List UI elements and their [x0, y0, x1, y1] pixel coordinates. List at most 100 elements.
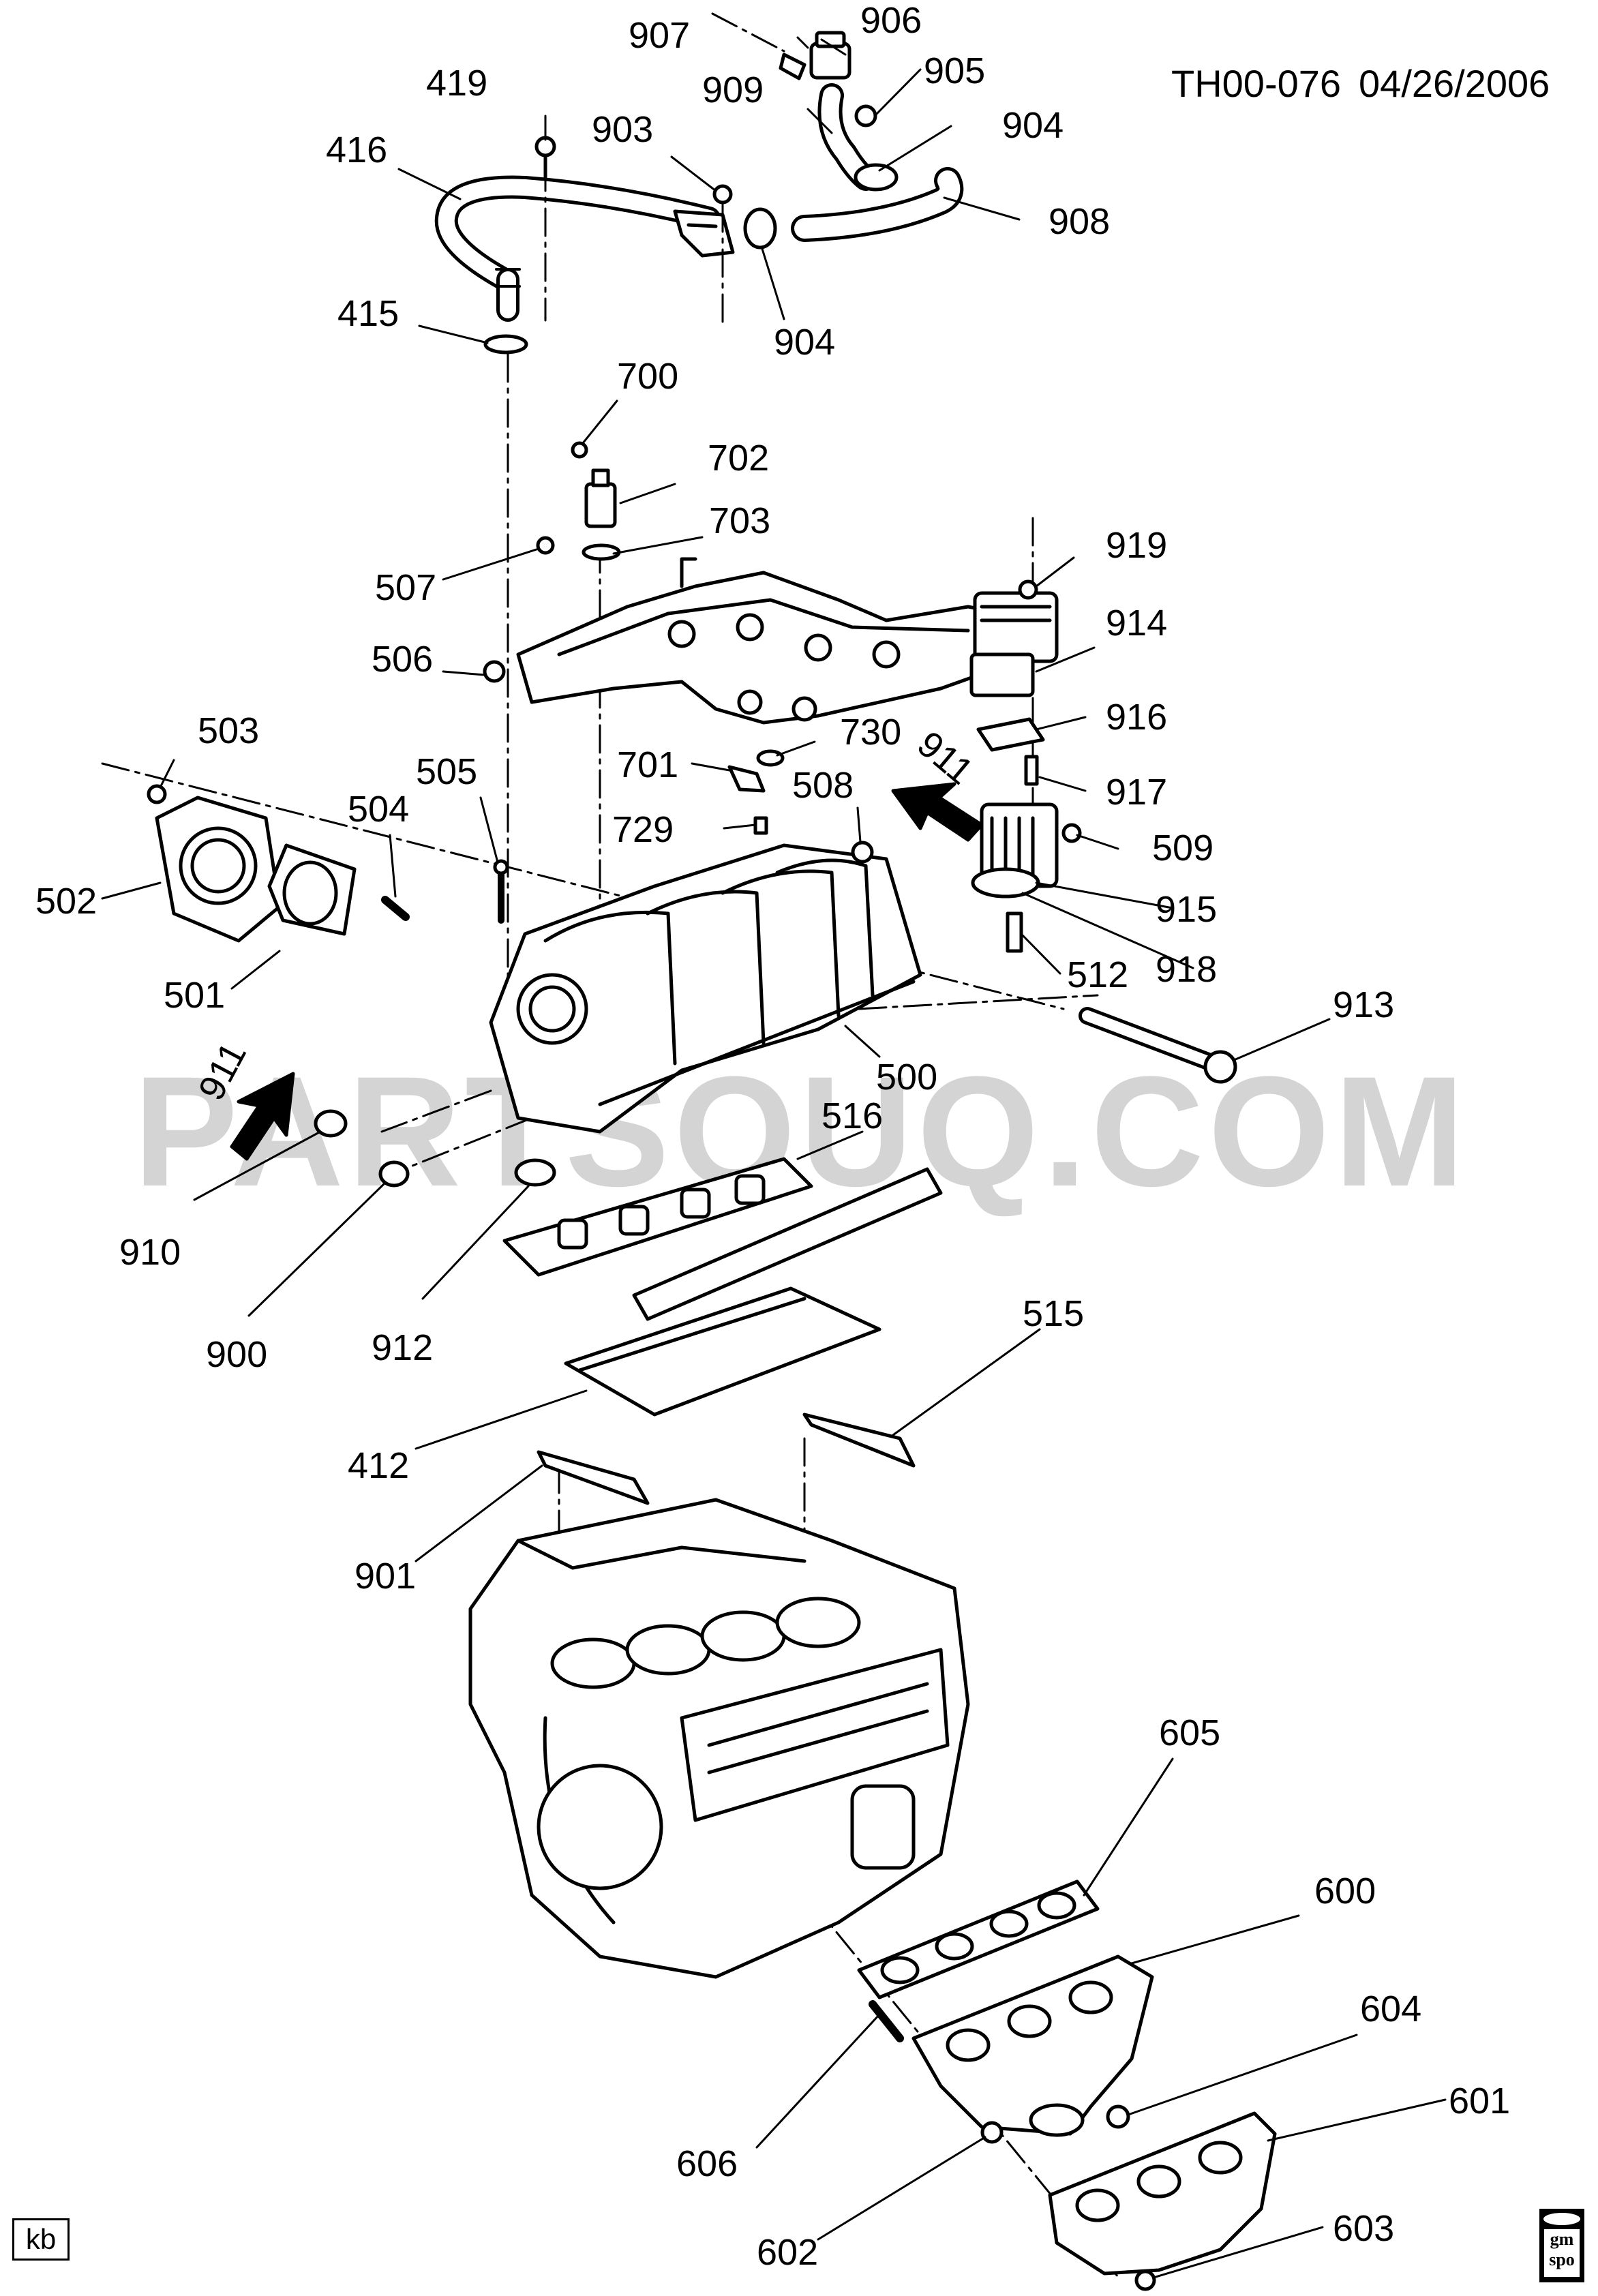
callout-730: 730: [840, 712, 901, 753]
nut-503: [147, 784, 167, 804]
bolt-505: [493, 859, 509, 924]
callout-516: 516: [821, 1096, 883, 1136]
sensor-702: [584, 468, 617, 528]
exhaust-manifold-600: [911, 1954, 1154, 2137]
bolt-507: [536, 536, 555, 555]
sensor-701: [727, 765, 766, 793]
callout-508: 508: [792, 765, 854, 806]
gasket-916: [976, 717, 1045, 752]
callout-606: 606: [676, 2143, 738, 2184]
callout-917: 917: [1106, 772, 1167, 813]
callout-701: 701: [617, 744, 678, 785]
callout-915: 915: [1156, 889, 1217, 930]
callout-703: 703: [709, 500, 770, 541]
cap-730: [756, 749, 785, 767]
callout-501: 501: [164, 975, 225, 1016]
bolt-905: [854, 104, 877, 127]
arrow-label-911-upper: 911: [909, 723, 981, 792]
gasket-915: [971, 867, 1040, 898]
bolt-508: [851, 841, 874, 864]
callout-416: 416: [326, 130, 387, 170]
callout-914: 914: [1106, 603, 1167, 644]
gasket-515: [802, 1413, 916, 1468]
callout-412: 412: [348, 1445, 409, 1486]
callout-602: 602: [757, 2232, 818, 2273]
callout-512: 512: [1067, 954, 1128, 995]
seal-415: [483, 334, 528, 354]
pipe-913: [1079, 1007, 1237, 1084]
callout-904-lower: 904: [774, 322, 835, 363]
bolt-509: [1061, 823, 1082, 843]
exhaust-manifold-601: [1048, 2111, 1277, 2276]
plug-900: [378, 1160, 410, 1188]
callout-702: 702: [708, 438, 769, 479]
callout-903: 903: [592, 109, 653, 150]
stud-917: [1024, 755, 1039, 786]
clip-907: [779, 52, 806, 80]
vent-hose-416: [434, 175, 721, 322]
leader-lines: [101, 36, 1447, 2278]
callout-419: 419: [426, 63, 487, 104]
callout-600: 600: [1314, 1871, 1376, 1912]
callout-912: 912: [372, 1327, 433, 1368]
bolt-604: [1106, 2104, 1130, 2129]
callout-904: 904: [1002, 105, 1064, 146]
callout-909: 909: [702, 70, 764, 110]
seal-703: [582, 543, 621, 561]
egr-valve-914: [969, 591, 1059, 697]
stud-512: [1006, 911, 1023, 953]
clamp-904a: [854, 163, 899, 192]
callout-506: 506: [372, 639, 433, 680]
pcv-valve-906: [809, 31, 851, 80]
callout-603: 603: [1333, 2208, 1394, 2249]
bracket-903: [673, 209, 735, 258]
callout-503: 503: [198, 710, 259, 751]
callout-504: 504: [348, 789, 409, 830]
drawing-code: TH00-076: [1171, 62, 1342, 105]
callout-919: 919: [1106, 525, 1167, 566]
callout-907: 907: [629, 15, 690, 56]
callout-601: 601: [1449, 2081, 1510, 2121]
fuel-rail: [516, 557, 1038, 725]
arrow-label-911-left: 911: [191, 1036, 254, 1106]
callout-604: 604: [1360, 1989, 1421, 2029]
callout-908: 908: [1049, 201, 1110, 242]
callout-918: 918: [1156, 949, 1217, 990]
bolt-506: [483, 660, 506, 683]
callout-729: 729: [612, 809, 674, 850]
heat-shield-412: [564, 1286, 881, 1417]
callout-605: 605: [1159, 1712, 1220, 1753]
clamp-904b: [743, 207, 777, 250]
stud-606: [869, 2000, 904, 2042]
bolt-603: [1134, 2269, 1156, 2291]
plug-912: [514, 1158, 556, 1187]
gasket-501: [267, 843, 357, 936]
nut-903: [712, 184, 733, 205]
callout-700: 700: [617, 356, 678, 397]
stud-504: [381, 896, 410, 921]
manifold-gasket-516: [502, 1157, 943, 1321]
callout-913: 913: [1333, 984, 1394, 1025]
callout-515: 515: [1023, 1293, 1084, 1334]
callout-905: 905: [924, 50, 985, 91]
callout-906: 906: [860, 0, 922, 41]
callout-507: 507: [375, 567, 436, 608]
callout-916: 916: [1106, 697, 1167, 738]
stud-729: [753, 816, 768, 835]
callout-502: 502: [35, 881, 97, 922]
callout-910: 910: [119, 1232, 181, 1273]
hose-908: [791, 167, 964, 242]
engine-block: [468, 1498, 970, 1979]
callout-labels: 906 907 905 909 904 419 903 416 908 415 …: [35, 0, 1510, 2273]
nut-919: [1018, 579, 1038, 600]
gm-spo-logo: gm spo: [1539, 2209, 1584, 2282]
callout-500: 500: [876, 1057, 937, 1098]
callout-509: 509: [1152, 828, 1213, 868]
callout-901: 901: [355, 1556, 416, 1597]
throttle-body-502: [155, 796, 282, 943]
intake-manifold-500: [489, 843, 922, 1134]
bolt-700: [571, 441, 588, 459]
bolt-602: [980, 2121, 1004, 2144]
